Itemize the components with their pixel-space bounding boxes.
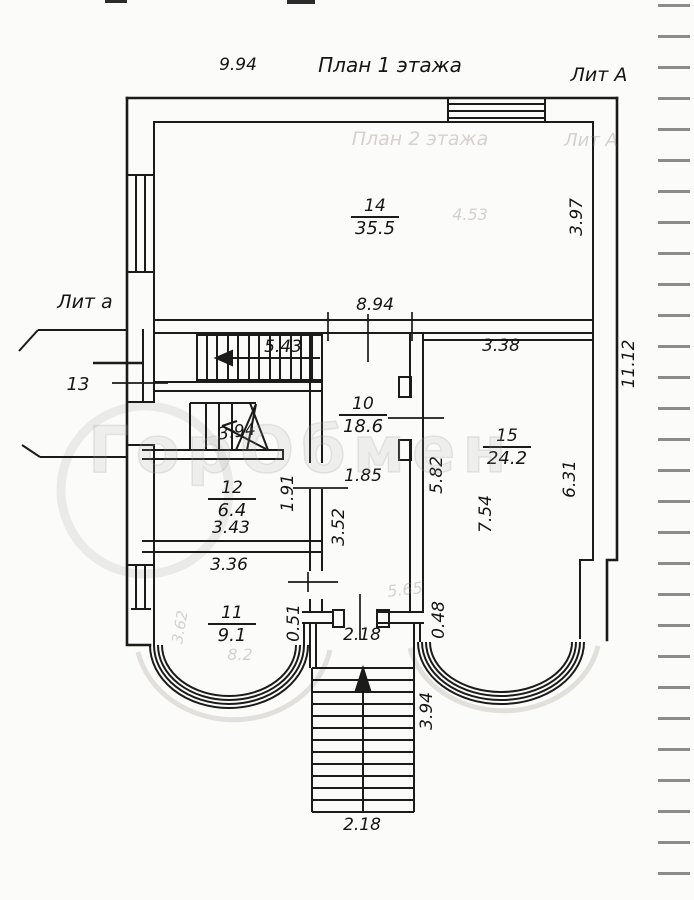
room-number: 11 (208, 604, 256, 625)
room-number: 10 (339, 395, 387, 416)
bleed-title: План 2 этажа (351, 128, 489, 150)
annex-lines (18, 329, 143, 458)
dim-stair-run: 5.43 (264, 337, 302, 357)
stair-flight-upper (196, 334, 323, 381)
dim-ledge-right: 0.48 (429, 601, 450, 639)
room-number: 12 (208, 479, 256, 500)
porch-direction-arrow (354, 664, 372, 691)
dim-room15-wall-right: 6.31 (560, 460, 581, 498)
scan-artifact-mark (287, 0, 315, 4)
room-14-outline (153, 121, 594, 321)
window-left-lower (127, 564, 154, 610)
stair-direction-arrow (213, 349, 233, 367)
dim-room14-depth: 3.97 (567, 198, 588, 236)
room-area: 9.1 (217, 624, 247, 646)
room-area: 6.4 (217, 499, 247, 521)
dim-overall-depth: 11.12 (619, 339, 640, 389)
dimension-ticks (112, 312, 444, 640)
porch-stairs (309, 623, 415, 813)
room-number: 14 (351, 197, 399, 218)
dim-room12-width: 3.43 (212, 518, 250, 538)
window-left-upper (127, 174, 154, 273)
dim-porch-width-bottom: 2.18 (343, 815, 381, 835)
outer-walls (125, 96, 619, 647)
room-12-label: 12 6.4 (201, 478, 263, 521)
bay-window-right (417, 641, 585, 705)
scan-artifact-mark (105, 0, 127, 3)
dim-hall-width: 1.85 (344, 466, 382, 486)
room-13-label: 13 (66, 374, 90, 395)
room-area: 35.5 (354, 217, 396, 239)
dim-room15-width: 3.38 (482, 336, 520, 356)
bleed-label: Лит А (564, 130, 618, 151)
agency-watermark: ГорОбмен (87, 413, 514, 489)
room-15-label: 15 24.2 (475, 426, 539, 469)
room-area: 18.6 (342, 415, 384, 437)
dim-overall-width: 9.94 (219, 55, 257, 75)
dim-room14-width: 8.94 (356, 295, 394, 315)
room-10-label: 10 18.6 (332, 394, 394, 437)
bleed-dim-3: 8.2 (227, 645, 253, 664)
page-edge-marks (658, 4, 690, 896)
page-title: План 1 этажа (318, 53, 462, 77)
room-number: 15 (483, 427, 531, 448)
window-top (447, 98, 546, 122)
annex-label: Лит а (57, 291, 113, 313)
room-area: 24.2 (486, 447, 528, 469)
dim-room11-width: 3.36 (210, 555, 248, 575)
dim-room15-depth: 7.54 (476, 495, 497, 533)
dim-ledge-left: 0.51 (284, 604, 305, 642)
dim-hall-depth: 3.52 (329, 508, 350, 546)
bleed-through-arcs (135, 645, 601, 723)
bleed-dim-1: 4.53 (452, 205, 488, 224)
dim-porch-width-top: 2.18 (343, 625, 381, 645)
partition-walls (142, 332, 594, 645)
bay-window-left (149, 644, 309, 709)
room-14-label: 14 35.5 (344, 196, 406, 239)
stair-flight-lower (189, 402, 269, 451)
building-label: Лит А (570, 64, 628, 86)
dim-porch-depth: 3.94 (417, 692, 438, 730)
room-11-label: 11 9.1 (201, 603, 263, 646)
